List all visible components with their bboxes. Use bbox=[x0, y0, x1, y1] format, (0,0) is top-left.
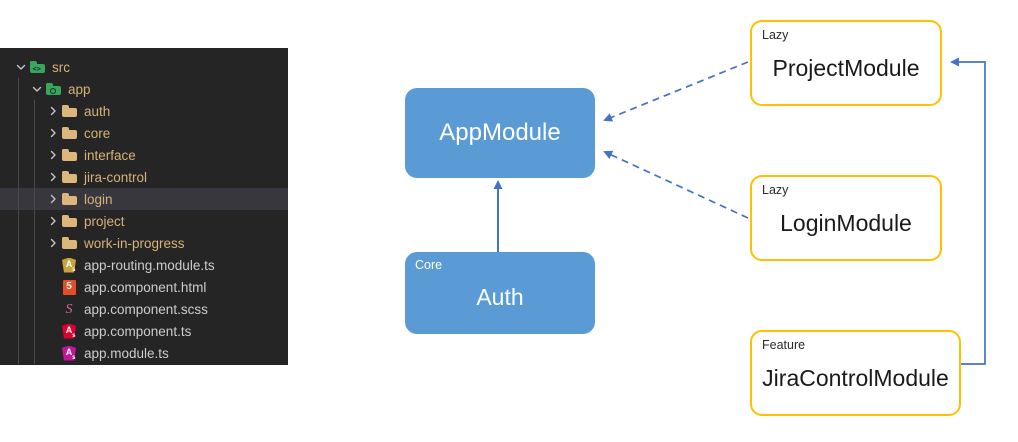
edge-loginmodule-to-appmodule bbox=[603, 150, 749, 219]
node-project-module-title: ProjectModule bbox=[772, 54, 920, 81]
tree-folder-login[interactable]: login bbox=[0, 188, 288, 210]
tree-folder-interface[interactable]: interface bbox=[0, 144, 288, 166]
chevron-right-icon[interactable] bbox=[46, 100, 60, 122]
tree-folder-project[interactable]: project bbox=[0, 210, 288, 232]
chevron-right-icon[interactable] bbox=[46, 144, 60, 166]
html5-icon: 5 bbox=[60, 276, 78, 298]
folder-icon bbox=[60, 232, 78, 254]
tree-item-label: app.component.html bbox=[84, 279, 207, 295]
tree-item-label: jira-control bbox=[84, 169, 148, 185]
node-project-module[interactable]: Lazy ProjectModule bbox=[750, 20, 942, 106]
tree-item-label: auth bbox=[84, 103, 111, 119]
tree-item-label: app-routing.module.ts bbox=[84, 257, 215, 273]
node-auth-module-title: Auth bbox=[476, 283, 524, 310]
node-login-module-title: LoginModule bbox=[780, 209, 912, 236]
node-app-module-title: AppModule bbox=[439, 119, 561, 146]
tree-folder-core[interactable]: core bbox=[0, 122, 288, 144]
chevron-down-icon[interactable] bbox=[14, 56, 28, 78]
folder-icon bbox=[60, 188, 78, 210]
file-explorer[interactable]: <> src app auth core interface jira-control log… bbox=[0, 48, 288, 365]
chevron-right-icon[interactable] bbox=[46, 232, 60, 254]
tree-folder-auth[interactable]: auth bbox=[0, 100, 288, 122]
tree-item-label: app.module.ts bbox=[84, 345, 169, 361]
edge-jiracontrolmodule-to-projectmodule bbox=[950, 57, 986, 365]
folder-code-icon: <> bbox=[28, 56, 46, 78]
chevron-right-icon[interactable] bbox=[46, 210, 60, 232]
node-app-module[interactable]: AppModule bbox=[405, 88, 595, 178]
folder-icon bbox=[60, 166, 78, 188]
tree-item-label: login bbox=[84, 191, 113, 207]
edge-projectmodule-to-appmodule bbox=[603, 61, 749, 122]
tree-item-label: work-in-progress bbox=[84, 235, 185, 251]
node-jira-control-module-title: JiraControlModule bbox=[762, 364, 949, 391]
chevron-right-icon[interactable] bbox=[46, 166, 60, 188]
tree-item-label: src bbox=[52, 59, 70, 75]
tree-item-label: core bbox=[84, 125, 111, 141]
chevron-right-icon[interactable] bbox=[46, 188, 60, 210]
tree-file-app.component.html[interactable]: 5 app.component.html bbox=[0, 276, 288, 298]
node-project-module-tag: Lazy bbox=[762, 28, 789, 42]
folder-gear-icon bbox=[44, 78, 62, 100]
tree-item-label: project bbox=[84, 213, 125, 229]
folder-icon bbox=[60, 144, 78, 166]
folder-icon bbox=[60, 210, 78, 232]
folder-icon bbox=[60, 100, 78, 122]
node-login-module[interactable]: Lazy LoginModule bbox=[750, 175, 942, 261]
tree-folder-jira-control[interactable]: jira-control bbox=[0, 166, 288, 188]
node-jira-control-module[interactable]: Feature JiraControlModule bbox=[750, 330, 961, 416]
tree-item-label: app.component.scss bbox=[84, 301, 208, 317]
node-login-module-tag: Lazy bbox=[762, 183, 789, 197]
tree-item-label: interface bbox=[84, 147, 136, 163]
folder-icon bbox=[60, 122, 78, 144]
tree-folder-app[interactable]: app bbox=[0, 78, 288, 100]
node-auth-module[interactable]: Core Auth bbox=[405, 252, 595, 334]
tree-folder-src[interactable]: <> src bbox=[0, 56, 288, 78]
chevron-right-icon[interactable] bbox=[46, 122, 60, 144]
node-jira-control-module-tag: Feature bbox=[762, 338, 806, 352]
tree-item-label: app.component.ts bbox=[84, 323, 192, 339]
node-auth-module-tag: Core bbox=[415, 258, 443, 272]
chevron-down-icon[interactable] bbox=[30, 78, 44, 100]
sass-icon: S bbox=[65, 301, 73, 317]
tree-folder-work-in-progress[interactable]: work-in-progress bbox=[0, 232, 288, 254]
tree-item-label: app bbox=[68, 81, 91, 97]
